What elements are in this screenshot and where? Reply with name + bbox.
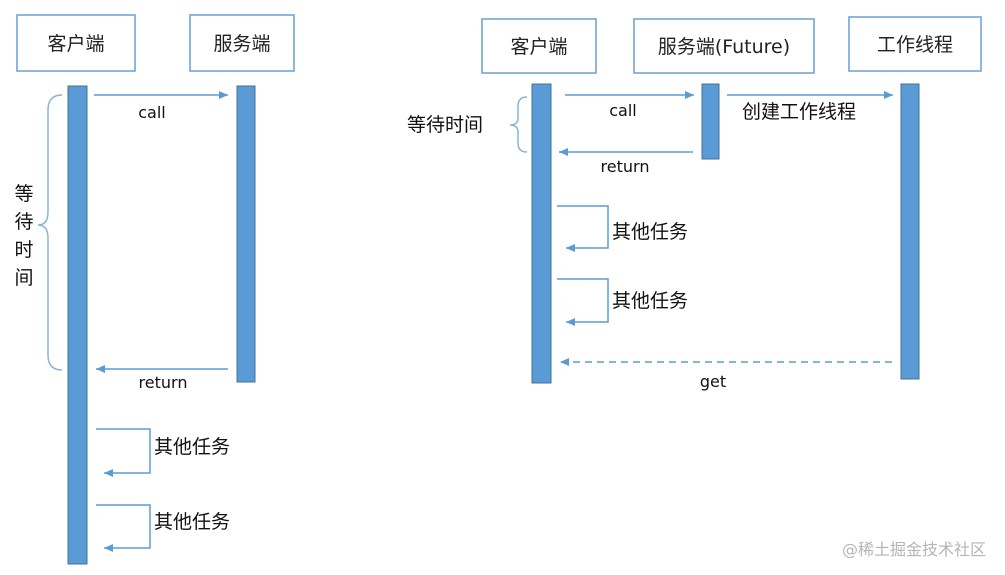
- right-self-arrow-2: [557, 278, 609, 323]
- right-worker-label: 工作线程: [877, 34, 953, 56]
- left-server-box: [189, 14, 295, 72]
- left-self-arrow-2: [96, 504, 151, 549]
- right-diagram: 客户端 服务端(Future) 工作线程 call 创建工作线程 return …: [407, 16, 982, 391]
- watermark-text: @稀土掘金技术社区: [842, 540, 986, 559]
- right-worker-box: [848, 16, 982, 72]
- right-client-box: [481, 18, 597, 74]
- right-client-actor: 客户端: [481, 18, 597, 74]
- left-other-task-2: 其他任务: [154, 511, 230, 533]
- left-wait-brace: [37, 94, 63, 371]
- left-client-label: 客户端: [47, 33, 104, 55]
- left-diagram: 客户端 服务端 call return 其他任务 其他任务 等 待 时 间: [14, 14, 295, 565]
- left-server-lifeline: [236, 85, 256, 383]
- left-client-actor: 客户端: [16, 14, 136, 72]
- left-wait-char-2: 待: [14, 211, 33, 233]
- left-server-actor: 服务端: [189, 14, 295, 72]
- left-call-label: call: [138, 103, 166, 122]
- right-server-box: [633, 18, 815, 74]
- right-wait-label: 等待时间: [407, 114, 483, 136]
- right-server-label: 服务端(Future): [658, 36, 790, 58]
- left-other-task-1: 其他任务: [154, 436, 230, 458]
- right-other-task-1: 其他任务: [612, 221, 688, 243]
- left-client-lifeline: [67, 85, 88, 565]
- right-call-label: call: [609, 101, 637, 120]
- right-wait-brace: [509, 96, 528, 153]
- right-server-actor: 服务端(Future): [633, 18, 815, 74]
- right-create-label: 创建工作线程: [742, 101, 856, 123]
- left-client-box: [16, 14, 136, 72]
- right-worker-actor: 工作线程: [848, 16, 982, 72]
- right-client-lifeline: [531, 83, 552, 384]
- left-wait-char-4: 间: [14, 267, 33, 289]
- left-self-arrow-1: [96, 428, 151, 474]
- right-return-label: return: [601, 157, 650, 176]
- right-server-lifeline: [701, 83, 720, 160]
- right-worker-lifeline: [900, 83, 920, 380]
- right-other-task-2: 其他任务: [612, 290, 688, 312]
- left-wait-char-3: 时: [14, 239, 33, 261]
- left-wait-char-1: 等: [14, 183, 33, 205]
- right-client-label: 客户端: [510, 36, 567, 58]
- right-self-arrow-1: [557, 205, 609, 249]
- left-server-label: 服务端: [213, 33, 270, 55]
- left-return-label: return: [139, 373, 188, 392]
- right-get-label: get: [700, 372, 726, 391]
